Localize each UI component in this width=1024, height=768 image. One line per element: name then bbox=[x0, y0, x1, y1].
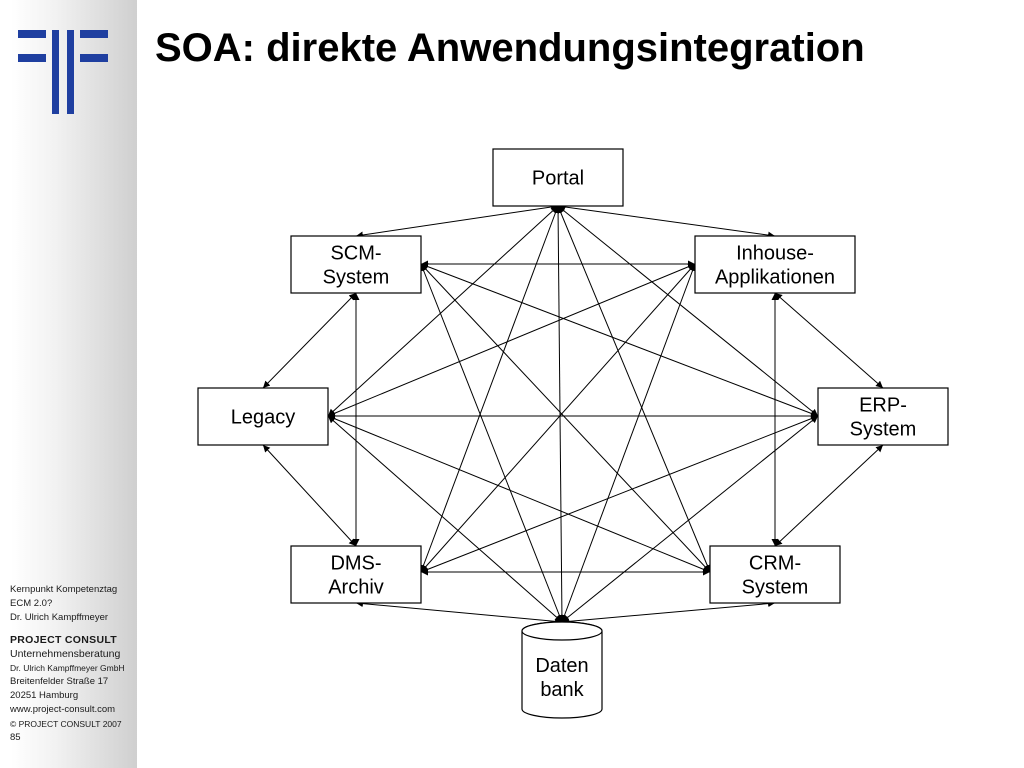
node-label-scm-1: System bbox=[323, 267, 390, 289]
node-label-scm-0: SCM- bbox=[330, 243, 381, 265]
company-city: 20251 Hamburg bbox=[10, 690, 79, 701]
connection-erp-db bbox=[561, 415, 819, 623]
node-label-erp-0: ERP- bbox=[859, 395, 907, 417]
node-label-erp-1: System bbox=[850, 419, 917, 441]
connection-portal-crm bbox=[557, 205, 711, 573]
connection-scm-crm bbox=[420, 263, 711, 573]
company-legal-name: Dr. Ulrich Kampffmeyer GmbH bbox=[10, 663, 125, 673]
slide-title: SOA: direkte Anwendungsintegration bbox=[155, 26, 865, 70]
company-subtitle: Unternehmensberatung bbox=[10, 648, 121, 660]
node-inhouse: Inhouse-Applikationen bbox=[694, 235, 856, 294]
node-label-inhouse-1: Applikationen bbox=[715, 267, 835, 289]
speaker-name: Dr. Ulrich Kampffmeyer bbox=[10, 612, 109, 623]
company-website: www.project-consult.com bbox=[10, 704, 116, 715]
page-number: 85 bbox=[10, 732, 21, 743]
connection-scm-legacy bbox=[262, 292, 357, 389]
connection-erp-crm bbox=[774, 444, 884, 547]
node-label-inhouse-0: Inhouse- bbox=[736, 243, 814, 265]
connection-portal-scm bbox=[355, 203, 559, 239]
node-label-crm-1: System bbox=[742, 577, 809, 599]
event-name: Kernpunkt Kompetenztag bbox=[10, 584, 118, 595]
node-dms: DMS-Archiv bbox=[290, 545, 422, 604]
connection-dms-db bbox=[355, 600, 563, 625]
connection-inhouse-dms bbox=[420, 263, 696, 573]
connection-portal-inhouse bbox=[557, 203, 776, 239]
company-street: Breitenfelder Straße 17 bbox=[10, 676, 109, 687]
node-label-portal-0: Portal bbox=[532, 168, 584, 190]
node-label-db-1: bank bbox=[540, 679, 584, 701]
connection-inhouse-erp bbox=[774, 292, 884, 389]
connection-scm-db bbox=[420, 263, 563, 623]
connection-crm-db bbox=[561, 600, 776, 625]
node-label-legacy-0: Legacy bbox=[231, 407, 296, 429]
connection-legacy-dms bbox=[262, 444, 357, 547]
node-label-dms-1: Archiv bbox=[328, 577, 384, 599]
node-erp: ERP-System bbox=[817, 387, 949, 446]
node-legacy: Legacy bbox=[197, 387, 329, 446]
copyright-notice: © PROJECT CONSULT 2007 bbox=[10, 719, 122, 729]
company-name: PROJECT CONSULT bbox=[10, 634, 117, 646]
connection-portal-dms bbox=[420, 205, 559, 573]
node-crm: CRM-System bbox=[709, 545, 841, 604]
node-portal: Portal bbox=[492, 148, 624, 207]
sidebar-footer: Kernpunkt Kompetenztag ECM 2.0? Dr. Ulri… bbox=[10, 583, 134, 745]
sidebar: Kernpunkt Kompetenztag ECM 2.0? Dr. Ulri… bbox=[0, 0, 137, 768]
node-scm: SCM-System bbox=[290, 235, 422, 294]
node-label-dms-0: DMS- bbox=[330, 553, 381, 575]
event-topic: ECM 2.0? bbox=[10, 598, 53, 609]
company-logo bbox=[18, 30, 108, 114]
node-label-db-0: Daten bbox=[535, 655, 588, 677]
node-label-crm-0: CRM- bbox=[749, 553, 801, 575]
